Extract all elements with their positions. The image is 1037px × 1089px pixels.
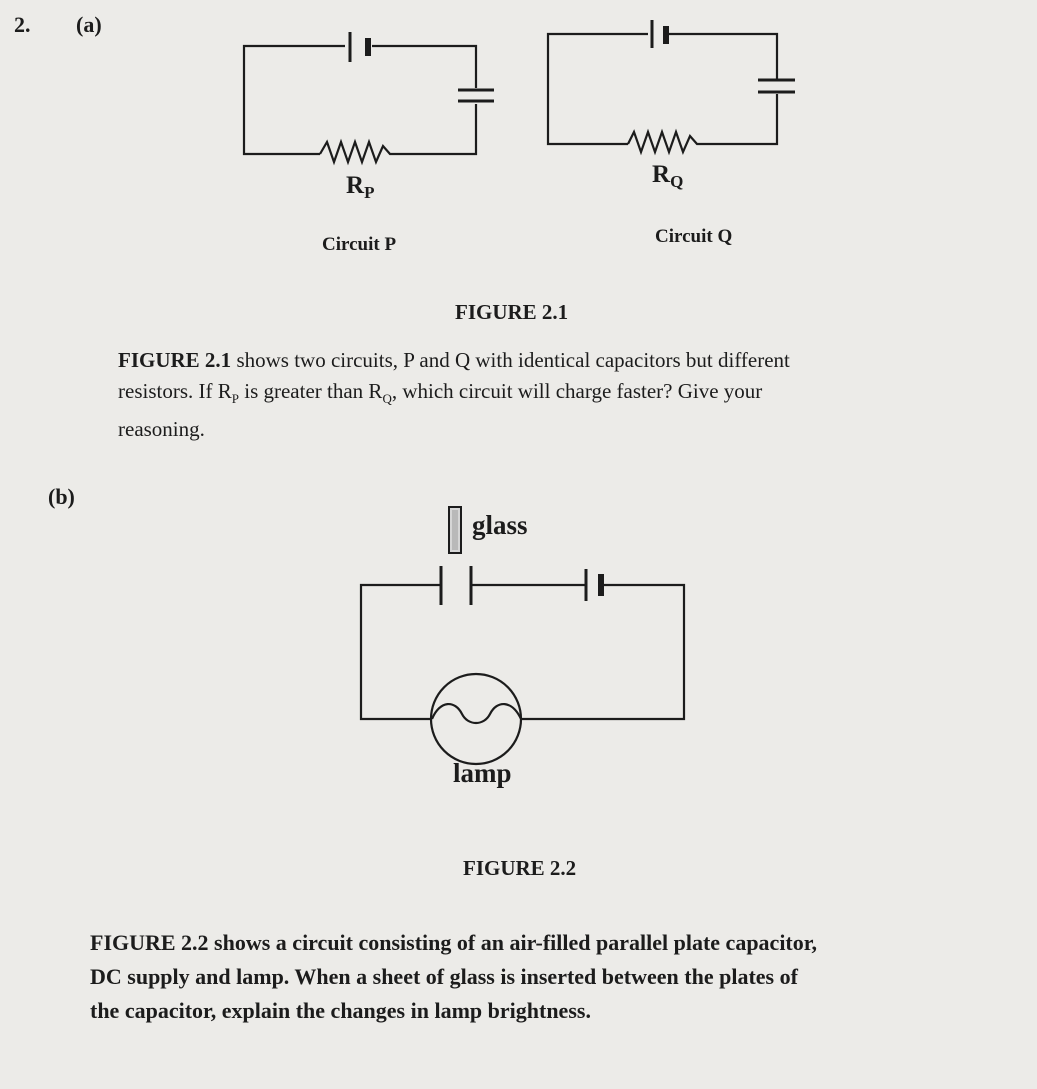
line2-mid: is greater than R <box>238 379 383 403</box>
line2-start: resistors. If R <box>118 379 232 403</box>
part-b-line-3: the capacitor, explain the changes in la… <box>90 998 591 1023</box>
circuit-q <box>546 20 795 156</box>
part-b-line-1: FIGURE 2.2 shows a circuit consisting of… <box>90 930 817 955</box>
part-b-line-2: DC supply and lamp. When a sheet of glas… <box>90 964 798 989</box>
figure-ref: FIGURE 2.1 <box>118 348 232 372</box>
circuit-q-resistor <box>627 128 712 156</box>
line2-end: , which circuit will charge faster? Give… <box>391 379 763 403</box>
part-a-line-3: reasoning. <box>118 417 205 442</box>
part-b-label: (b) <box>48 484 75 509</box>
circuit-p <box>242 32 494 166</box>
glass-sheet-texture <box>452 510 458 550</box>
part-a-line-2: resistors. If RP is greater than RQ, whi… <box>118 376 790 414</box>
part-a-label: (a) <box>76 12 102 37</box>
resistor-p-label: RP <box>346 172 374 202</box>
lamp-symbol <box>429 672 523 766</box>
part-b-question: FIGURE 2.2 shows a circuit consisting of… <box>90 926 817 1028</box>
figure-2-1-diagram: RP RQ <box>242 20 795 202</box>
part-a-question: FIGURE 2.1 shows two circuits, P and Q w… <box>118 345 790 445</box>
circuit-p-resistor <box>319 138 404 166</box>
circuit-q-caption: Circuit Q <box>655 226 733 247</box>
sub-q: Q <box>382 391 392 407</box>
sub-p: P <box>231 391 239 407</box>
part-a-line-1-rest: shows two circuits, P and Q with identic… <box>231 348 790 372</box>
figure-2-2-title: FIGURE 2.2 <box>463 856 577 880</box>
question-number: 2. <box>14 12 31 37</box>
circuit-p-wire <box>242 44 478 156</box>
circuit-q-wire <box>546 32 779 146</box>
part-a-line-1: FIGURE 2.1 shows two circuits, P and Q w… <box>118 345 790 376</box>
circuit-p-caption: Circuit P <box>322 234 397 255</box>
circuit-wire <box>359 583 686 721</box>
figure-2-1-title: FIGURE 2.1 <box>455 300 569 324</box>
resistor-q-label: RQ <box>652 161 683 191</box>
lamp-label: lamp <box>453 758 512 788</box>
glass-label: glass <box>472 510 528 540</box>
